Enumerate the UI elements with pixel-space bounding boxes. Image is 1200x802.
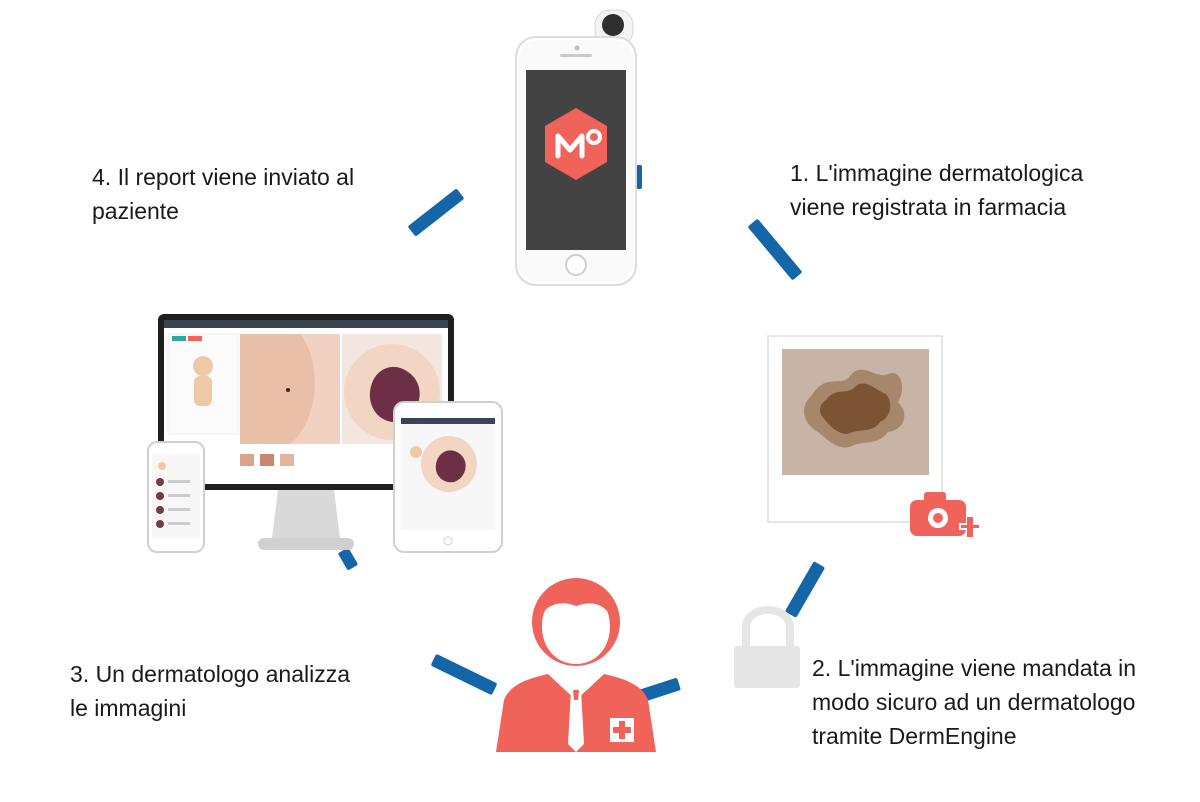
step-2-text: 2. L'immagine viene mandata in modo sicu… [812, 651, 1136, 753]
step-4-line-2: paziente [92, 198, 179, 224]
step-2-line-1: 2. L'immagine viene mandata in [812, 655, 1137, 681]
step-1-text: 1. L'immagine dermatologica viene regist… [790, 156, 1083, 224]
arc-segment-top-right [747, 218, 803, 281]
step-3-text: 3. Un dermatologo analizza le immagini [70, 657, 350, 725]
arc-segment-bottom-left [430, 653, 498, 696]
step-1-line-1: 1. L'immagine dermatologica [790, 160, 1084, 186]
step-2-line-3: tramite DermEngine [812, 723, 1017, 749]
arc-segment-bottom-right [635, 677, 681, 704]
arc-segment-top-center [636, 165, 642, 189]
arc-segment-top-left [407, 188, 465, 237]
step-2-line-2: modo sicuro ad un dermatologo [812, 689, 1136, 715]
step-4-line-1: 4. Il report viene inviato al [92, 164, 355, 190]
step-4-text: 4. Il report viene inviato al paziente [92, 160, 354, 228]
arc-segment-left-lower [337, 547, 359, 571]
step-3-line-1: 3. Un dermatologo analizza [70, 661, 350, 687]
arc-segment-right-lower [784, 561, 826, 618]
step-3-line-2: le immagini [70, 695, 187, 721]
step-1-line-2: viene registrata in farmacia [790, 194, 1067, 220]
